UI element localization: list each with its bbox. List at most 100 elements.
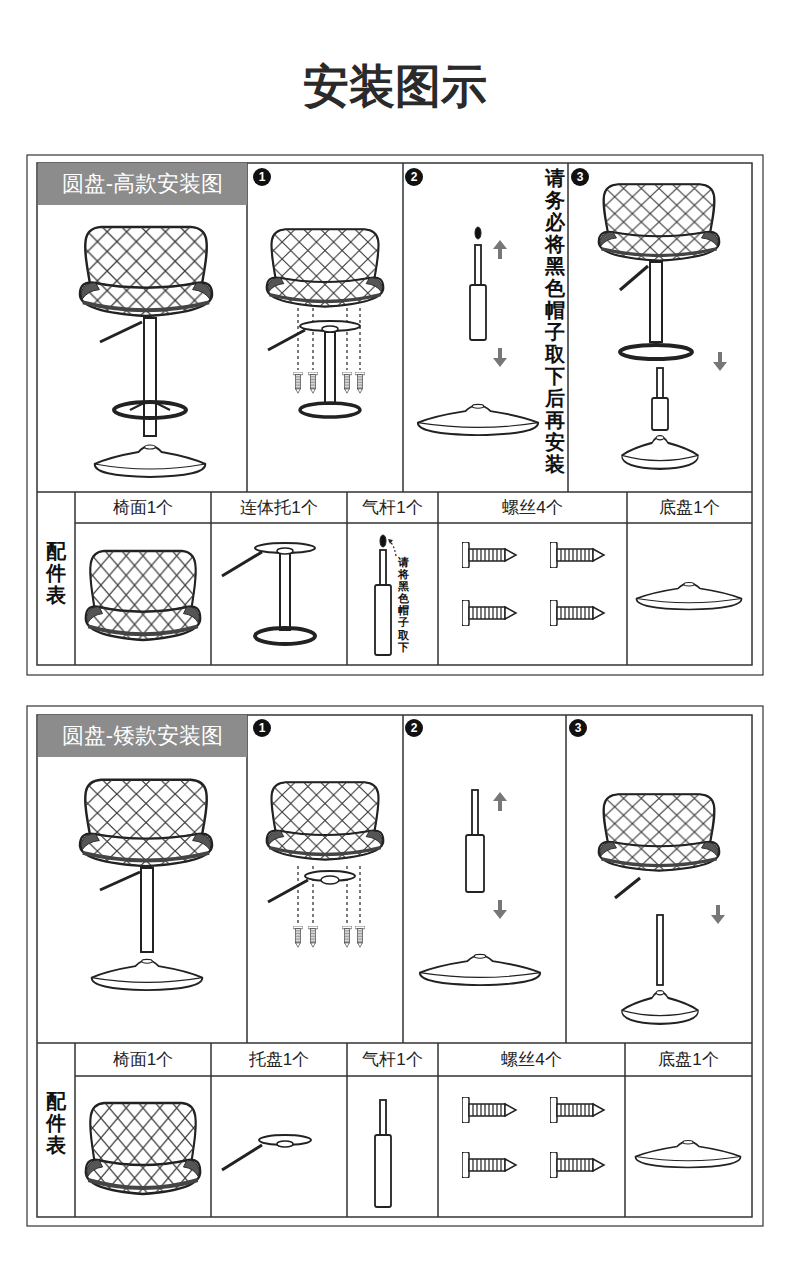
high-step1-figure (300, 403, 360, 417)
low-parts-figures (636, 1141, 741, 1168)
vertical-note: 配件表 (46, 1090, 66, 1156)
page-title: 安装图示 (0, 56, 790, 118)
high-step3-figure (599, 184, 719, 260)
high-parts-figures (222, 552, 262, 576)
high-step1-figure (308, 372, 318, 393)
low-step3-figure (599, 794, 719, 870)
low-step1-figure (298, 866, 360, 924)
high-step1-figure (267, 229, 384, 306)
high-step2-figure (475, 227, 481, 239)
low-parts-figures (380, 1100, 386, 1135)
low-step2-figure (420, 790, 540, 985)
high-chair-figure (100, 322, 142, 342)
section-header: 圆盘-高款安装图 (38, 163, 247, 205)
low-chair-figure (80, 780, 212, 866)
high-parts-figures (86, 535, 742, 655)
high-step3-figure (620, 266, 648, 290)
step-number: 3 (571, 168, 589, 186)
low-parts-figures (462, 1097, 516, 1123)
low-chair-figure (80, 780, 212, 990)
low-parts-figures (550, 1152, 604, 1178)
high-parts-figures (550, 542, 604, 568)
high-step1-figure (293, 372, 303, 393)
low-step3-figure (622, 991, 698, 1024)
high-parts-figures (388, 539, 393, 544)
low-parts-figures (222, 1145, 262, 1170)
high-step3-figure (650, 262, 662, 342)
vertical-note: 配件表 (46, 540, 66, 606)
high-parts-figures (380, 535, 386, 547)
high-chair-figure (80, 227, 212, 316)
high-chair-figure (114, 402, 186, 418)
step-number: 3 (569, 719, 587, 737)
low-step3-figure (615, 878, 640, 898)
low-step1-figure (342, 926, 352, 947)
high-chair-figure (80, 227, 212, 477)
table-cell-text: 螺丝4个 (438, 1043, 625, 1076)
high-step1-figure (267, 229, 384, 417)
low-step2-figure (493, 900, 507, 919)
low-parts-figures (86, 1103, 201, 1194)
high-step3-figure (622, 436, 698, 469)
high-step1-figure (308, 372, 318, 393)
high-step2-figure (418, 227, 538, 435)
low-step3-figure (711, 905, 725, 924)
low-step1-figure (355, 926, 365, 947)
high-parts-figures (255, 628, 315, 644)
high-step1-figure (355, 372, 365, 393)
high-step1-figure (322, 326, 338, 332)
low-step2-figure (472, 790, 478, 835)
low-step1-figure (267, 782, 384, 947)
low-parts-figures (86, 1097, 741, 1207)
low-chair-figure (141, 868, 153, 952)
high-step3-figure (652, 398, 668, 430)
high-parts-figures (637, 583, 742, 610)
high-step1-figure (325, 332, 335, 404)
panel-frame (37, 715, 752, 1217)
high-step2-figure (475, 245, 481, 285)
low-step1-figure (355, 926, 365, 947)
high-step3-figure (713, 352, 727, 371)
vertical-note: 请将黑色帽子取下 (398, 556, 409, 653)
high-step1-figure (268, 330, 305, 350)
high-step1-figure (293, 372, 303, 393)
low-chair-figure (100, 872, 140, 890)
low-step3-figure (599, 794, 725, 1024)
panel-frame (37, 163, 752, 665)
high-parts-figures (86, 551, 201, 640)
low-step1-figure (268, 880, 308, 902)
high-step3-figure (657, 368, 663, 398)
panel-frame (37, 163, 752, 665)
low-step1-figure (342, 926, 352, 947)
high-step2-figure (493, 240, 507, 259)
high-step3-figure (620, 345, 692, 359)
header-text: 圆盘-高款安装图 (62, 169, 223, 199)
panel-frame (37, 715, 752, 1217)
high-step1-figure (300, 321, 360, 331)
table-cell-text: 椅面1个 (75, 492, 211, 523)
step-number: 2 (405, 719, 423, 737)
low-parts-figures (462, 1152, 516, 1178)
high-step1-figure (355, 372, 365, 393)
high-step2-figure (470, 285, 486, 340)
step-number: 1 (253, 168, 271, 186)
low-step1-figure (308, 926, 318, 947)
high-parts-figures (277, 548, 293, 554)
high-parts-figures (462, 542, 516, 568)
low-parts-figures (277, 1141, 293, 1147)
section-header: 圆盘-矮款安装图 (38, 715, 247, 757)
low-step2-figure (420, 954, 540, 985)
high-parts-figures (375, 585, 391, 655)
high-step2-figure (418, 404, 538, 435)
table-cell-text: 螺丝4个 (438, 492, 627, 523)
table-cell-text: 托盘1个 (211, 1043, 347, 1076)
table-cell-text: 底盘1个 (625, 1043, 752, 1076)
table-cell-text: 连体托1个 (211, 492, 347, 523)
low-step1-figure (321, 876, 339, 884)
panel-frame (27, 706, 763, 1226)
low-chair-figure (92, 959, 203, 990)
step-number: 1 (253, 719, 271, 737)
low-parts-figures (550, 1097, 604, 1123)
header-text: 圆盘-矮款安装图 (62, 721, 223, 751)
high-step1-figure (342, 372, 352, 393)
